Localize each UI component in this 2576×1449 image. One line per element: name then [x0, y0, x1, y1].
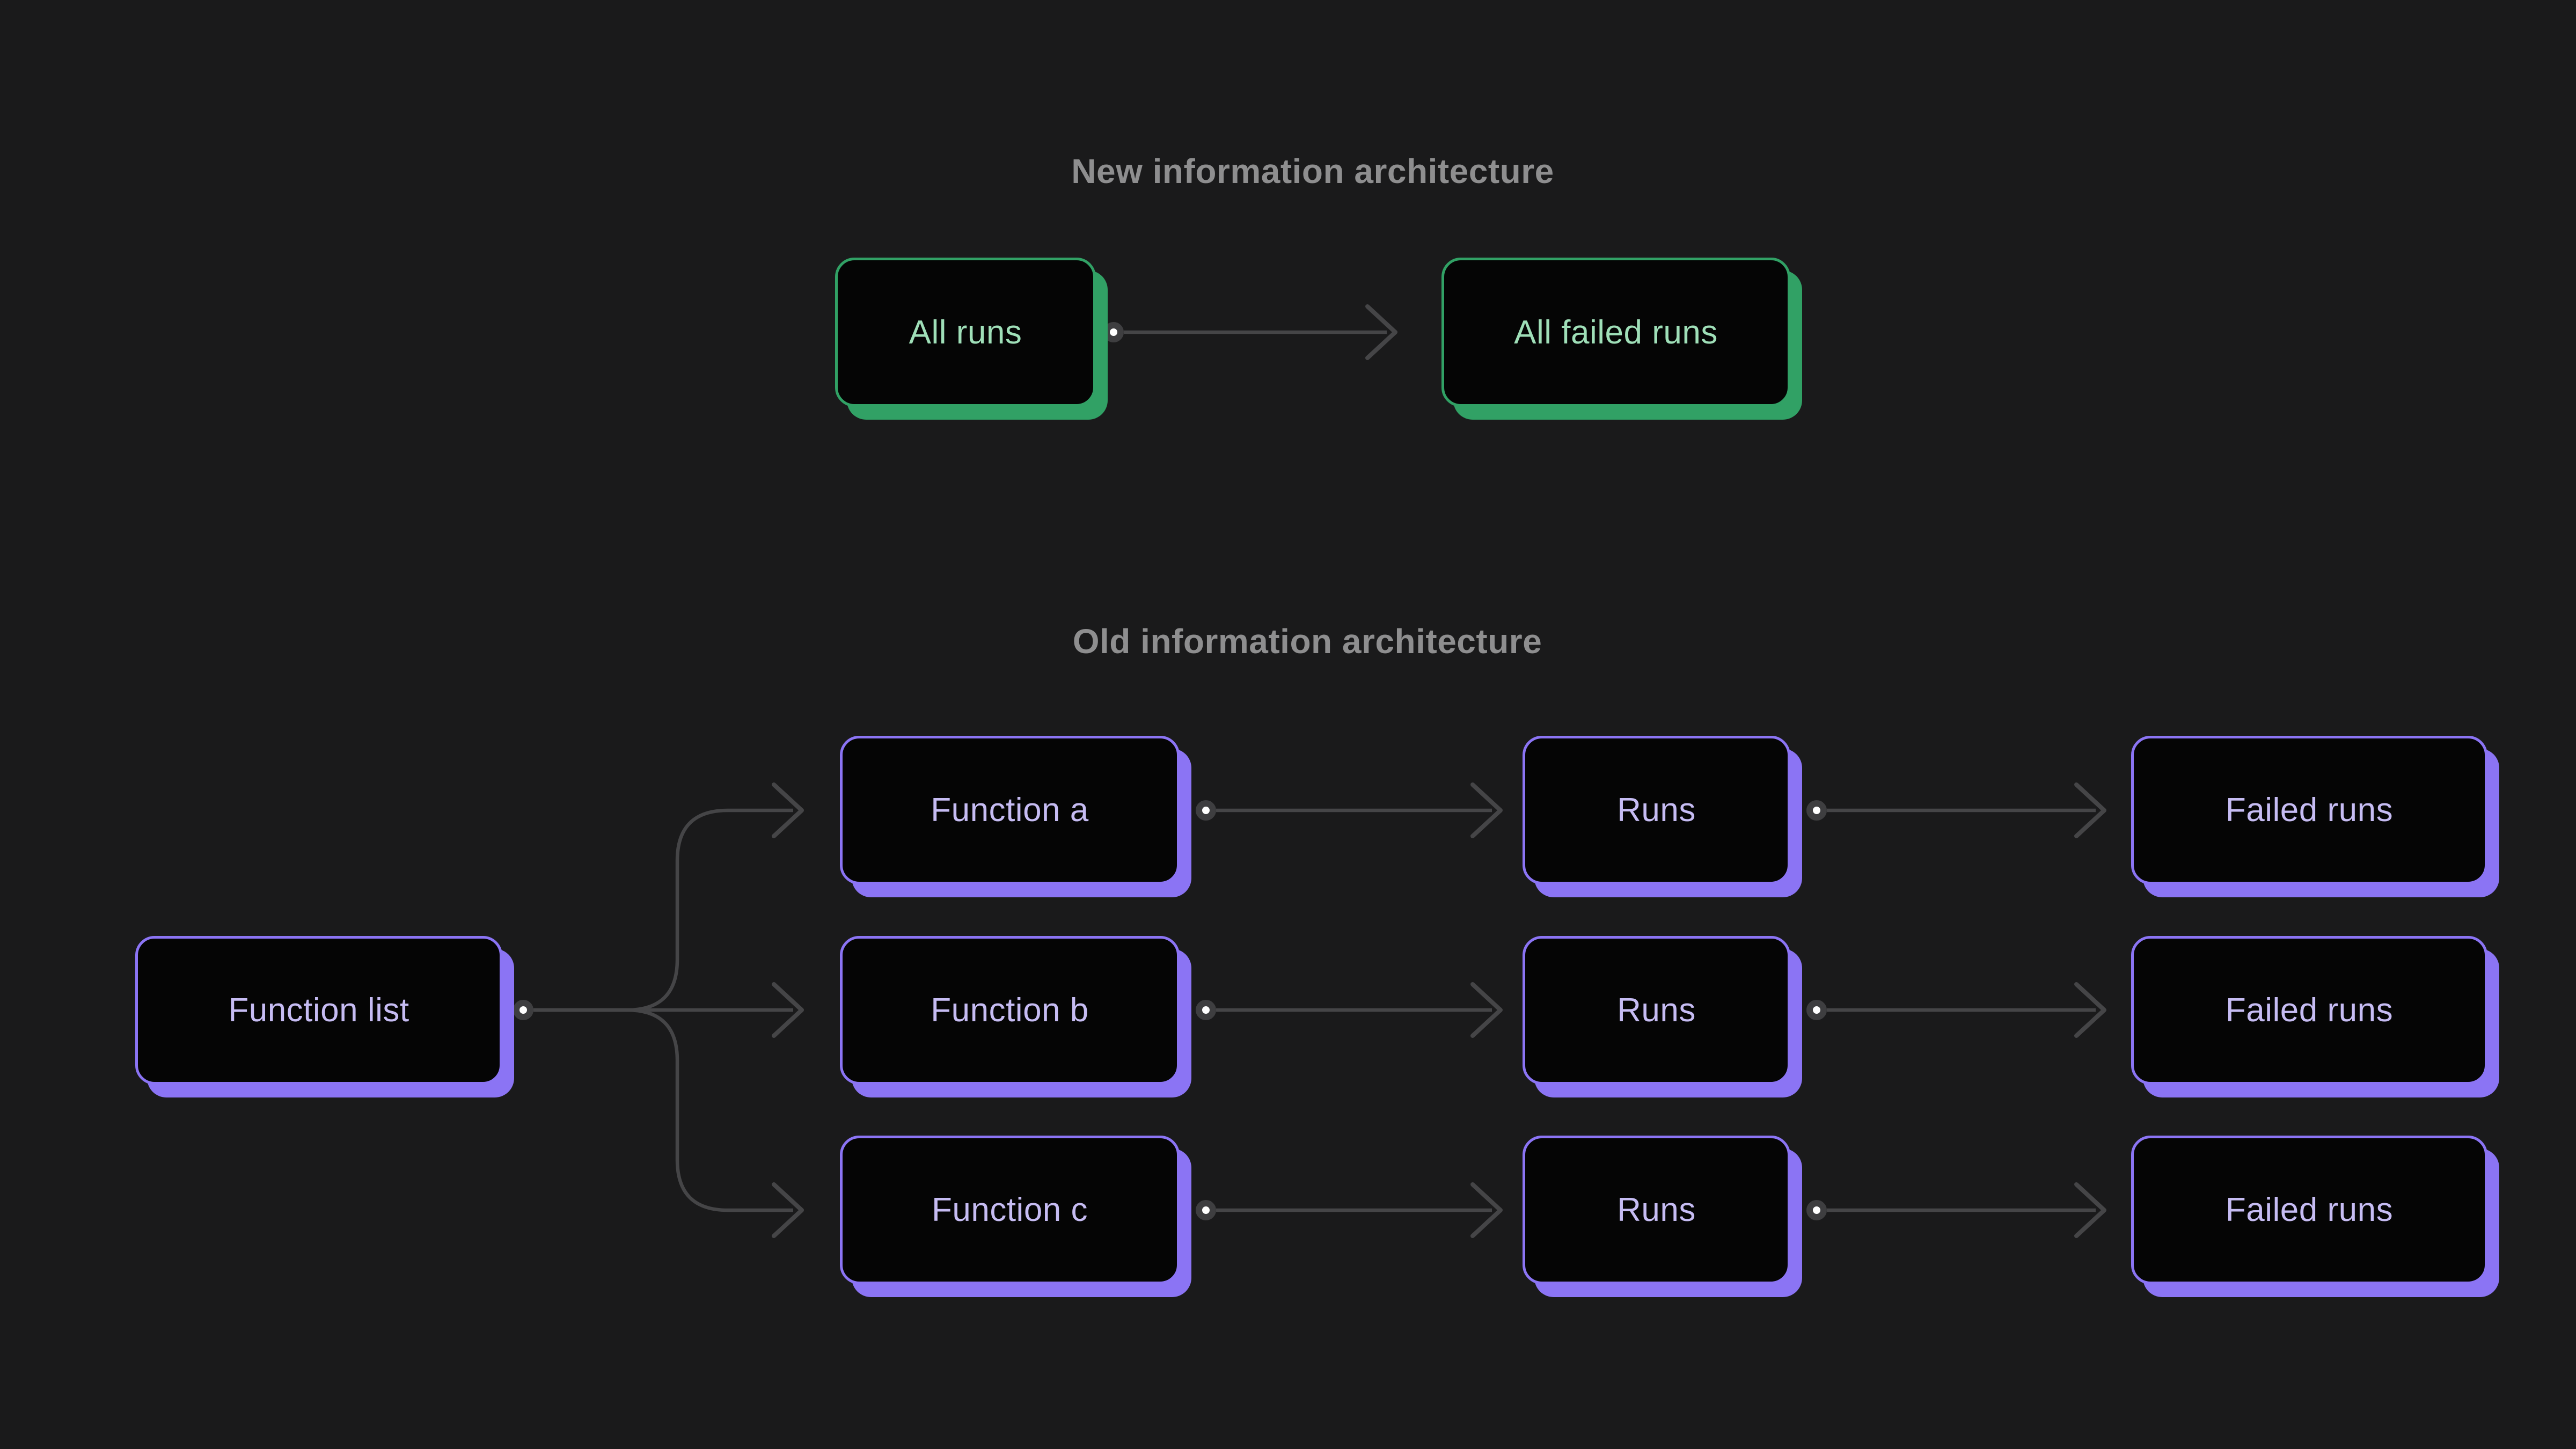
- node-function-a: Function a: [840, 736, 1180, 884]
- arrowhead-icon: [772, 982, 804, 1038]
- connector-origin-dot: [1196, 1000, 1216, 1020]
- section-title-old-architecture: Old information architecture: [1072, 622, 1542, 661]
- node-runs-c-label: Runs: [1617, 1191, 1696, 1228]
- node-all-failed-runs: All failed runs: [1441, 258, 1790, 407]
- node-all-runs-label: All runs: [909, 313, 1022, 351]
- node-failed-runs-a-label: Failed runs: [2225, 792, 2394, 829]
- node-failed-runs-a: Failed runs: [2131, 736, 2487, 884]
- edge-function-list-to-function-c: [533, 1008, 793, 1212]
- node-function-list-label: Function list: [228, 992, 409, 1029]
- node-function-list: Function list: [135, 936, 502, 1085]
- connector-origin-dot: [513, 1000, 533, 1020]
- node-runs-b: Runs: [1523, 936, 1790, 1085]
- node-function-c: Function c: [840, 1136, 1180, 1284]
- connector-origin-dot: [1103, 322, 1124, 342]
- node-failed-runs-c-label: Failed runs: [2225, 1191, 2394, 1228]
- node-runs-c: Runs: [1523, 1136, 1790, 1284]
- connector-origin-dot: [1196, 800, 1216, 821]
- connector-origin-dot: [1806, 800, 1827, 821]
- edge-function-list-to-function-a: [533, 808, 793, 1012]
- arrowhead-icon: [1470, 1182, 1503, 1238]
- connector-origin-dot: [1196, 1200, 1216, 1220]
- node-failed-runs-b: Failed runs: [2131, 936, 2487, 1085]
- node-function-a-label: Function a: [931, 792, 1089, 829]
- arrowhead-icon: [2074, 1182, 2106, 1238]
- node-function-b: Function b: [840, 936, 1180, 1085]
- node-all-failed-runs-label: All failed runs: [1514, 313, 1718, 351]
- node-all-runs: All runs: [835, 258, 1096, 407]
- node-runs-a-label: Runs: [1617, 792, 1696, 829]
- connector-origin-dot: [1806, 1000, 1827, 1020]
- arrowhead-icon: [1365, 304, 1397, 360]
- section-title-new-architecture: New information architecture: [1071, 152, 1554, 191]
- node-runs-a: Runs: [1523, 736, 1790, 884]
- arrowhead-icon: [772, 1182, 804, 1238]
- connector-origin-dot: [1806, 1200, 1827, 1220]
- node-failed-runs-c: Failed runs: [2131, 1136, 2487, 1284]
- node-failed-runs-b-label: Failed runs: [2225, 992, 2394, 1029]
- arrowhead-icon: [1470, 982, 1503, 1038]
- node-function-b-label: Function b: [931, 992, 1089, 1029]
- arrowhead-icon: [772, 782, 804, 838]
- node-function-c-label: Function c: [931, 1191, 1088, 1228]
- arrowhead-icon: [1470, 782, 1503, 838]
- node-runs-b-label: Runs: [1617, 992, 1696, 1029]
- arrowhead-icon: [2074, 782, 2106, 838]
- arrowhead-icon: [2074, 982, 2106, 1038]
